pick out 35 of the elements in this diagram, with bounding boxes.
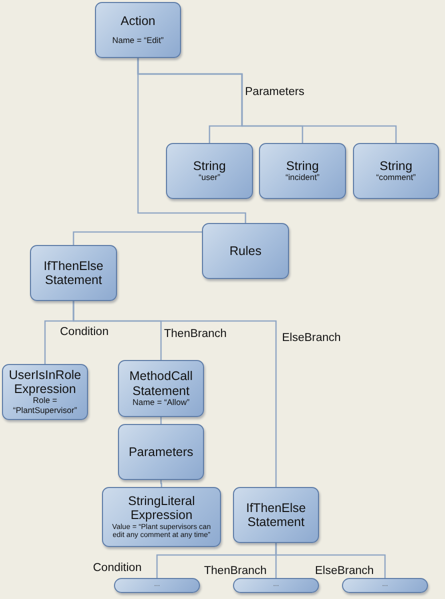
node-title: Parameters bbox=[128, 444, 194, 460]
node-box bbox=[2, 364, 88, 420]
node-title: String bbox=[380, 158, 412, 174]
placeholder-box bbox=[114, 578, 200, 593]
node-title: MethodCall Statement bbox=[128, 369, 194, 398]
connector-line bbox=[72, 231, 202, 245]
node-title: Rules bbox=[230, 244, 262, 258]
node-title: String bbox=[286, 158, 319, 174]
node-title: IfThenElse Statement bbox=[42, 258, 104, 288]
node-title: UserIsInRole Expression bbox=[8, 368, 82, 396]
node-box bbox=[259, 143, 346, 199]
node-title: StringLiteral Expression bbox=[127, 494, 196, 523]
node-property: Role = “PlantSupervisor” bbox=[12, 396, 78, 416]
node-box bbox=[233, 487, 319, 543]
node-box bbox=[353, 143, 439, 199]
connector-line bbox=[72, 301, 277, 487]
connector-line bbox=[275, 543, 386, 578]
node-property: Name = “Edit” bbox=[112, 36, 164, 46]
node-box bbox=[30, 245, 117, 301]
node-box bbox=[102, 487, 221, 547]
connector-line bbox=[137, 58, 246, 223]
placeholder-box bbox=[342, 578, 428, 593]
node-property: “incident” bbox=[285, 173, 320, 184]
node-box bbox=[95, 2, 181, 58]
node-property: Name = “Allow” bbox=[132, 398, 190, 408]
node-title: Action bbox=[120, 14, 156, 28]
node-box bbox=[118, 424, 204, 480]
node-property: “comment” bbox=[376, 173, 416, 184]
node-title: String bbox=[193, 158, 226, 174]
node-title: IfThenElse Statement bbox=[245, 500, 307, 530]
node-box bbox=[202, 223, 289, 279]
node-box bbox=[118, 360, 204, 417]
node-box bbox=[166, 143, 253, 199]
placeholder-box bbox=[233, 578, 319, 593]
node-property: “user” bbox=[198, 173, 220, 184]
